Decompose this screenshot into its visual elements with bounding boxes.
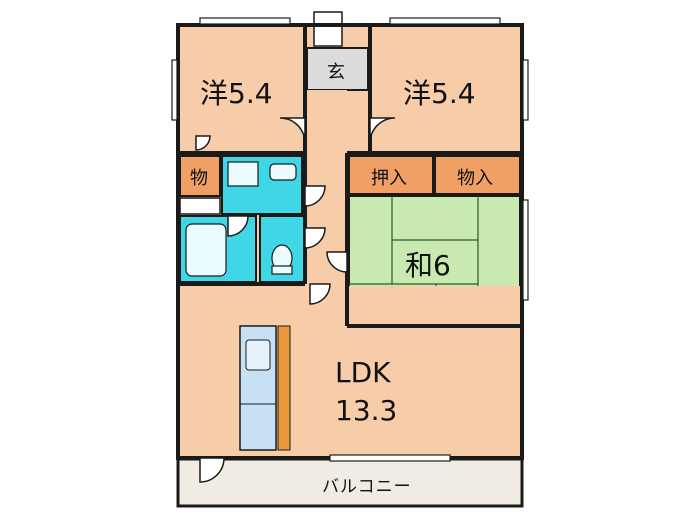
east-bedroom (372, 28, 520, 153)
west-bedroom-label: 洋5.4 (200, 77, 273, 110)
east-bedroom-label: 洋5.4 (403, 77, 476, 110)
balcony-label: バルコニー (322, 477, 412, 497)
west-bedroom (180, 28, 305, 153)
ldk-area-label: 13.3 (335, 394, 398, 427)
closet-oshiire-label: 押入 (371, 168, 407, 189)
storage-right-label: 物入 (457, 168, 493, 189)
storage-left-label: 物 (190, 168, 208, 189)
entrance-label: 玄 (327, 62, 345, 83)
storage-right (434, 155, 521, 195)
ldk-label: LDK (335, 356, 391, 389)
kitchen-cabinet (277, 325, 291, 451)
ldk-area (180, 286, 520, 456)
japanese-room-label: 和6 (405, 249, 451, 282)
balcony-area (176, 456, 524, 508)
